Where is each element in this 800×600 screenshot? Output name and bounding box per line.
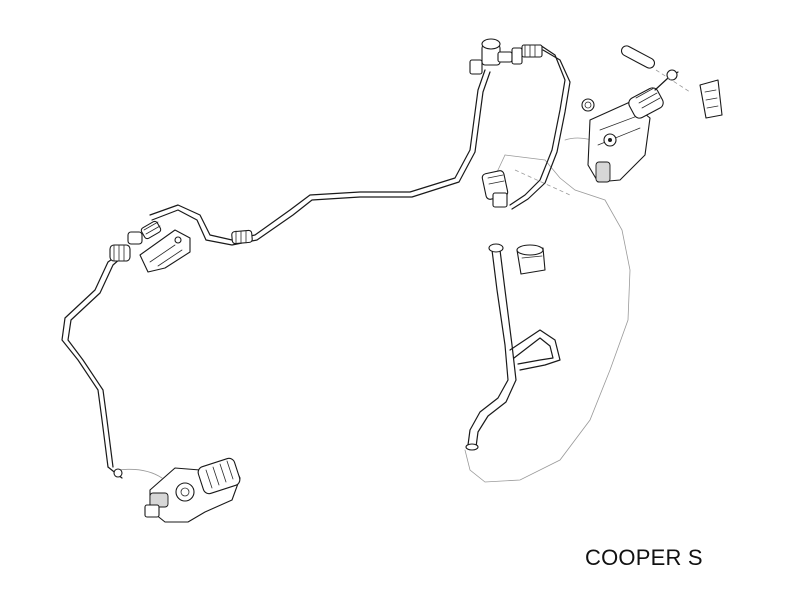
quick-connector-top (469, 38, 543, 75)
retaining-clip (699, 79, 723, 119)
left-connector (109, 231, 143, 262)
line-connector-mid (140, 220, 253, 245)
reservoir-hose (465, 243, 561, 451)
clutch-master-cylinder (581, 69, 679, 183)
hydraulic-line (61, 44, 571, 468)
bushing (516, 244, 546, 275)
clutch-slave-cylinder (107, 457, 241, 523)
ghost-outlines (117, 137, 631, 483)
clevis-pin (620, 45, 691, 93)
diagram-caption: COOPER S (585, 545, 703, 570)
mounting-bracket (139, 229, 191, 273)
elbow-connector (481, 170, 509, 208)
